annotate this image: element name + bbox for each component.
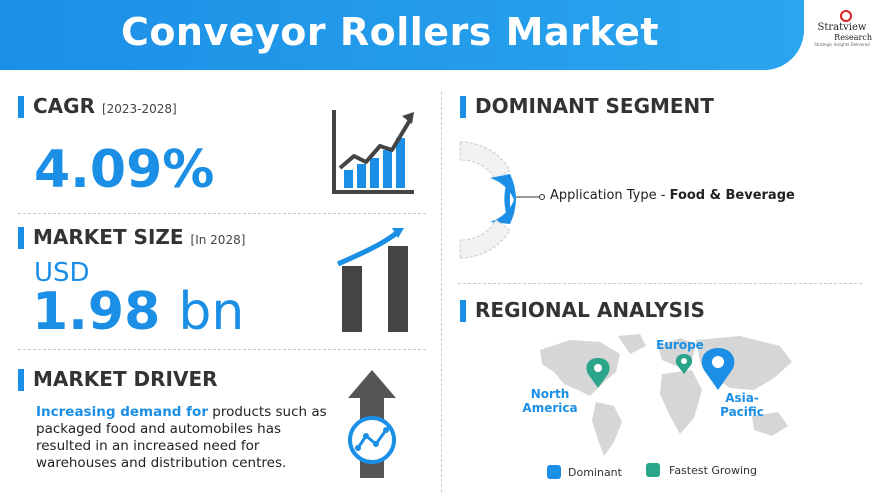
segment-value: Food & Beverage bbox=[669, 188, 795, 203]
logo-target-icon bbox=[840, 10, 852, 22]
cagr-divider bbox=[18, 213, 426, 214]
bar-growth-icon bbox=[336, 228, 408, 332]
size-currency: USD bbox=[34, 258, 90, 288]
driver-description: Increasing demand for products such as p… bbox=[36, 404, 328, 472]
logo-name-research: Research bbox=[834, 33, 872, 42]
region-label-europe: Europe bbox=[656, 338, 704, 352]
segment-accent-bar bbox=[460, 96, 466, 118]
demand-arrow-icon bbox=[348, 370, 396, 478]
page-title: Conveyor Rollers Market bbox=[120, 10, 660, 54]
segment-divider bbox=[458, 283, 862, 284]
region-label-asia-pacific: Asia-Pacific bbox=[720, 391, 764, 419]
stratview-logo: Stratview Research Strategic Insights De… bbox=[806, 8, 878, 64]
segment-label: Application Type - Food & Beverage bbox=[550, 188, 795, 203]
asia-pacific-pin-icon bbox=[701, 348, 735, 390]
driver-heading: MARKET DRIVER bbox=[33, 367, 218, 391]
driver-body: products such as packaged food and autom… bbox=[36, 404, 327, 471]
logo-name: Stratview bbox=[817, 22, 867, 33]
size-period: [In 2028] bbox=[190, 233, 246, 247]
north-america-pin-icon bbox=[586, 358, 610, 388]
size-unit: bn bbox=[178, 282, 245, 342]
logo-tagline: Strategic Insights Delivered bbox=[814, 42, 870, 47]
legend-dominant-swatch bbox=[547, 465, 561, 479]
legend-fastest-label: Fastest Growing bbox=[669, 464, 757, 477]
region-accent-bar bbox=[460, 300, 466, 322]
cagr-heading: CAGR [2023-2028] bbox=[33, 94, 177, 118]
cagr-label: CAGR bbox=[33, 94, 95, 118]
map-africa bbox=[660, 370, 702, 434]
header-banner: Conveyor Rollers Market bbox=[0, 0, 804, 70]
map-australia bbox=[752, 412, 788, 436]
size-value-row: 1.98 bn bbox=[32, 282, 244, 342]
growth-chart-icon bbox=[332, 110, 414, 194]
size-heading: MARKET SIZE [In 2028] bbox=[33, 225, 245, 249]
segment-prefix: Application Type - bbox=[550, 188, 670, 203]
europe-pin-icon bbox=[675, 354, 693, 374]
cagr-value: 4.09% bbox=[34, 140, 215, 200]
segment-arc-food-beverage bbox=[490, 174, 517, 224]
size-value: 1.98 bbox=[32, 282, 161, 342]
segment-semicircle-chart bbox=[459, 141, 545, 259]
segment-arc-top bbox=[459, 141, 511, 181]
map-south-america bbox=[592, 402, 622, 456]
region-label-north-america: North America bbox=[522, 387, 578, 415]
world-map bbox=[540, 334, 792, 456]
driver-accent-bar bbox=[18, 369, 24, 391]
size-divider bbox=[18, 349, 426, 350]
legend-dominant-label: Dominant bbox=[568, 466, 622, 479]
cagr-accent-bar bbox=[18, 96, 24, 118]
segment-arc-bottom bbox=[459, 219, 511, 259]
size-label: MARKET SIZE bbox=[33, 225, 184, 249]
segment-heading: DOMINANT SEGMENT bbox=[475, 94, 714, 118]
legend-fastest-swatch bbox=[646, 463, 660, 477]
size-accent-bar bbox=[18, 227, 24, 249]
cagr-period: [2023-2028] bbox=[101, 102, 177, 116]
center-divider bbox=[441, 92, 442, 492]
map-greenland bbox=[618, 334, 646, 354]
driver-highlight: Increasing demand for bbox=[36, 404, 208, 420]
region-heading: REGIONAL ANALYSIS bbox=[475, 298, 705, 322]
